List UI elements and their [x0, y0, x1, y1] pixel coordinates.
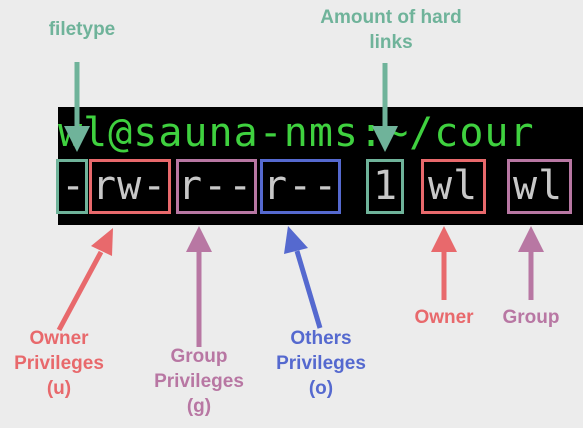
group-privileges-box — [176, 159, 257, 214]
perm-others-chars: r-- — [263, 163, 339, 209]
others-privileges-label: Others Privileges (o) — [276, 328, 366, 399]
group-privileges-label: Group Privileges (g) — [154, 346, 244, 417]
others-privileges-arrow — [284, 226, 323, 329]
others-privileges-box — [260, 159, 341, 214]
group-privileges-arrow — [186, 226, 212, 347]
hard-links-box — [366, 159, 404, 214]
owner-privileges-arrow — [56, 228, 113, 332]
group-arrow — [518, 226, 544, 300]
perm-filetype-char: - — [61, 163, 87, 209]
owner-privileges-label: Owner Privileges (u) — [14, 328, 104, 399]
terminal-output: wl@sauna-nms:~/cour - rw- r-- r-- 1 wl w… — [58, 107, 583, 225]
group-box — [507, 159, 572, 214]
perm-group-chars: r-- — [178, 163, 254, 209]
perm-owner-chars: rw- — [92, 163, 168, 209]
owner-name: wl — [428, 163, 479, 209]
hard-links-arrow — [372, 63, 398, 152]
terminal-prompt: wl@sauna-nms:~/cour — [58, 110, 535, 156]
hard-links-label: Amount of hard links — [320, 7, 462, 53]
filetype-label: filetype — [48, 19, 116, 40]
group-name: wl — [513, 163, 564, 209]
owner-box — [421, 159, 486, 214]
owner-arrow — [431, 226, 457, 300]
filetype-box — [56, 159, 88, 214]
filetype-arrow — [64, 62, 90, 152]
owner-privileges-box — [89, 159, 171, 214]
owner-label: Owner — [414, 307, 474, 328]
group-label: Group — [502, 307, 560, 328]
link-count: 1 — [373, 163, 399, 209]
